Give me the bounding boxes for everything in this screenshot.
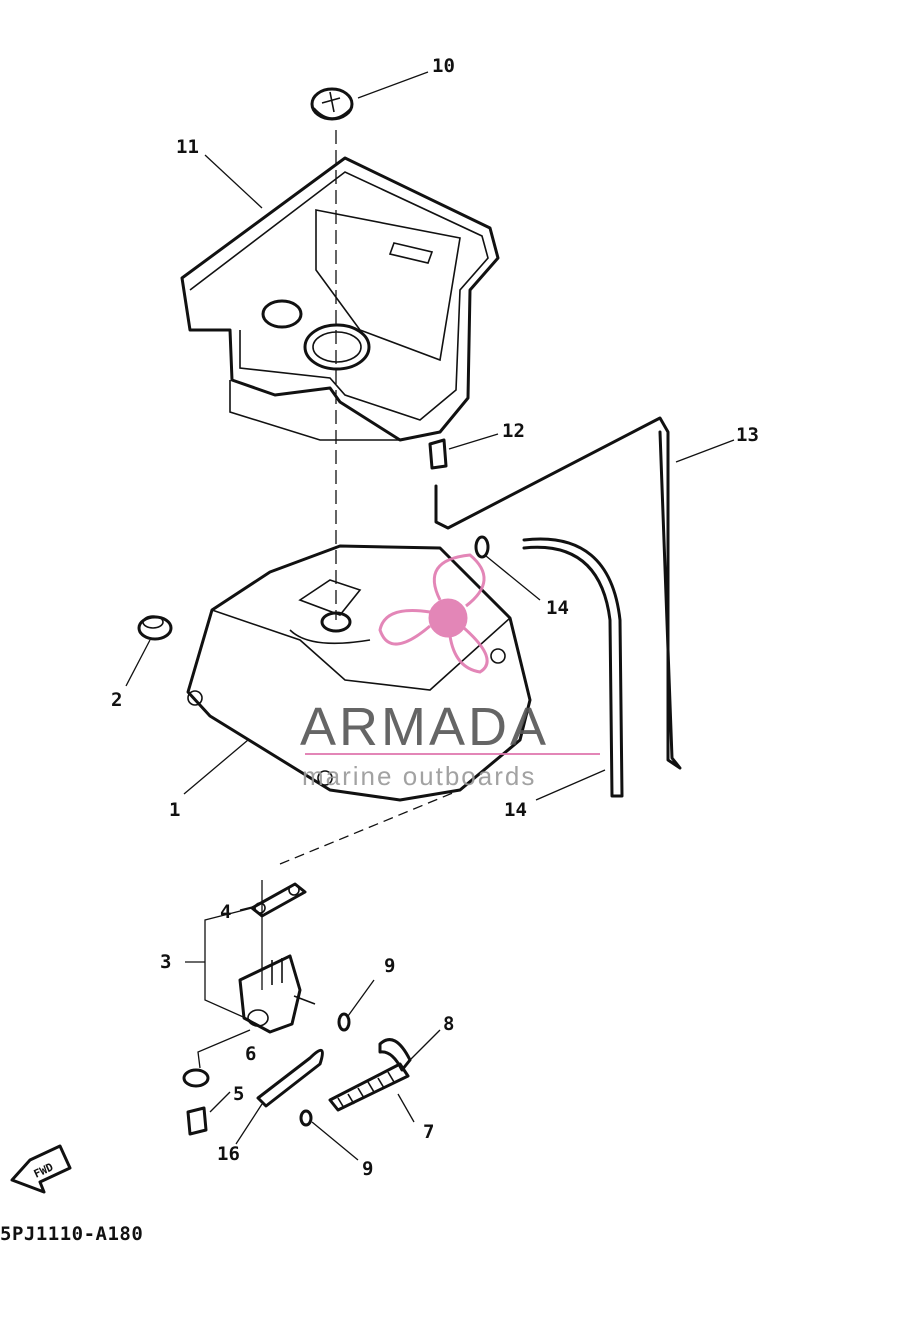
corrugated-hose-part	[328, 1062, 410, 1112]
grommet-part	[137, 615, 173, 641]
callout-numbers: 10 11 12 13 14 2 1 14 4 3 9 8 6 5 7 16 9	[111, 55, 759, 1180]
clip-part	[299, 1109, 313, 1127]
tank-cap-part	[310, 87, 354, 121]
callout-16: 16	[217, 1143, 240, 1165]
fuel-hose-part	[256, 1048, 324, 1108]
callout-14: 14	[546, 597, 569, 619]
vent-hose-part	[434, 416, 682, 770]
diagram-code: 5PJ1110-A180	[0, 1223, 144, 1245]
callout-6: 6	[245, 1043, 256, 1065]
fitting-part	[428, 438, 448, 470]
callout-4: 4	[220, 901, 231, 923]
hose-clip-part	[474, 535, 490, 559]
callout-leaders	[125, 71, 735, 1161]
callout-7: 7	[423, 1121, 434, 1143]
callout-11: 11	[176, 136, 199, 158]
fuel-tank-lower-part	[186, 544, 532, 802]
washer-part	[182, 1068, 210, 1088]
drain-hose-part	[522, 537, 624, 798]
fuel-tank-part	[180, 156, 500, 442]
propeller-logo-icon	[378, 553, 489, 674]
callout-1: 1	[169, 799, 180, 821]
elbow-joint-part	[378, 1038, 412, 1072]
callout-15: 14	[504, 799, 527, 821]
callout-2: 2	[111, 689, 122, 711]
callout-9a: 9	[384, 955, 395, 977]
callout-13: 13	[736, 424, 759, 446]
callout-10: 10	[432, 55, 455, 77]
fuel-cock-part	[238, 954, 316, 1034]
drain-screw-part	[186, 1106, 208, 1136]
callout-12: 12	[502, 420, 525, 442]
fwd-arrow-icon: FWD	[10, 1144, 72, 1194]
callout-3: 3	[160, 951, 171, 973]
watermark-tagline: marine outboards	[302, 761, 536, 791]
watermark-brand: ARMADA	[300, 697, 549, 757]
callout-5: 5	[233, 1083, 244, 1105]
callout-9b: 9	[362, 1158, 373, 1180]
clip-part	[337, 1012, 351, 1032]
callout-8: 8	[443, 1013, 454, 1035]
watermark: ARMADA marine outboards	[300, 553, 600, 791]
gasket-part	[250, 882, 307, 918]
